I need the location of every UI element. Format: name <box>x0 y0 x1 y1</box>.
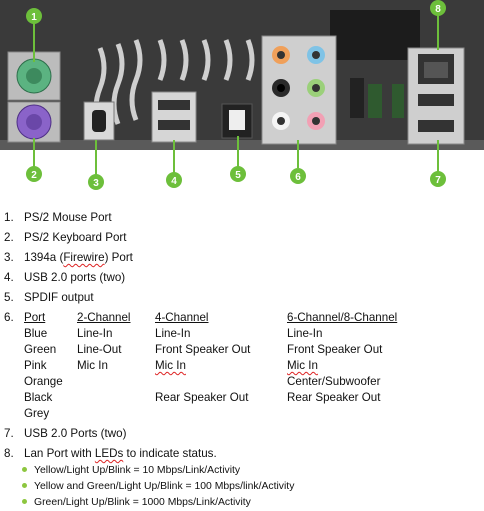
callout-label-1: 1 <box>31 12 37 23</box>
audio-table-header: 6. Port 2-Channel 4-Channel 6-Channel/8-… <box>4 311 398 324</box>
callout-2 <box>26 166 42 182</box>
callout-label-6: 6 <box>295 172 301 183</box>
callout-7 <box>430 171 446 187</box>
callout-lines <box>33 14 439 176</box>
callout-label-2: 2 <box>31 170 37 181</box>
usb-ports-left <box>151 91 197 143</box>
heatsink-fins <box>93 39 255 129</box>
callout-label-4: 4 <box>171 176 177 187</box>
callout-1 <box>26 8 42 24</box>
bullet-icon <box>22 483 27 488</box>
callout-8 <box>430 0 446 16</box>
bullet-icon <box>22 467 27 472</box>
callout-label-5: 5 <box>235 170 241 181</box>
table-row: Orange Center/Subwoofer <box>24 375 381 388</box>
back-panel-photo: 1 2 3 4 5 6 8 7 <box>0 0 484 195</box>
callout-label-3: 3 <box>93 178 99 189</box>
callout-label-7: 7 <box>435 175 441 186</box>
callout-5 <box>230 166 246 182</box>
callout-4 <box>166 172 182 188</box>
callout-label-8: 8 <box>435 4 441 15</box>
callout-3 <box>88 174 104 190</box>
callout-6 <box>290 168 306 184</box>
table-row: Grey <box>24 407 50 420</box>
